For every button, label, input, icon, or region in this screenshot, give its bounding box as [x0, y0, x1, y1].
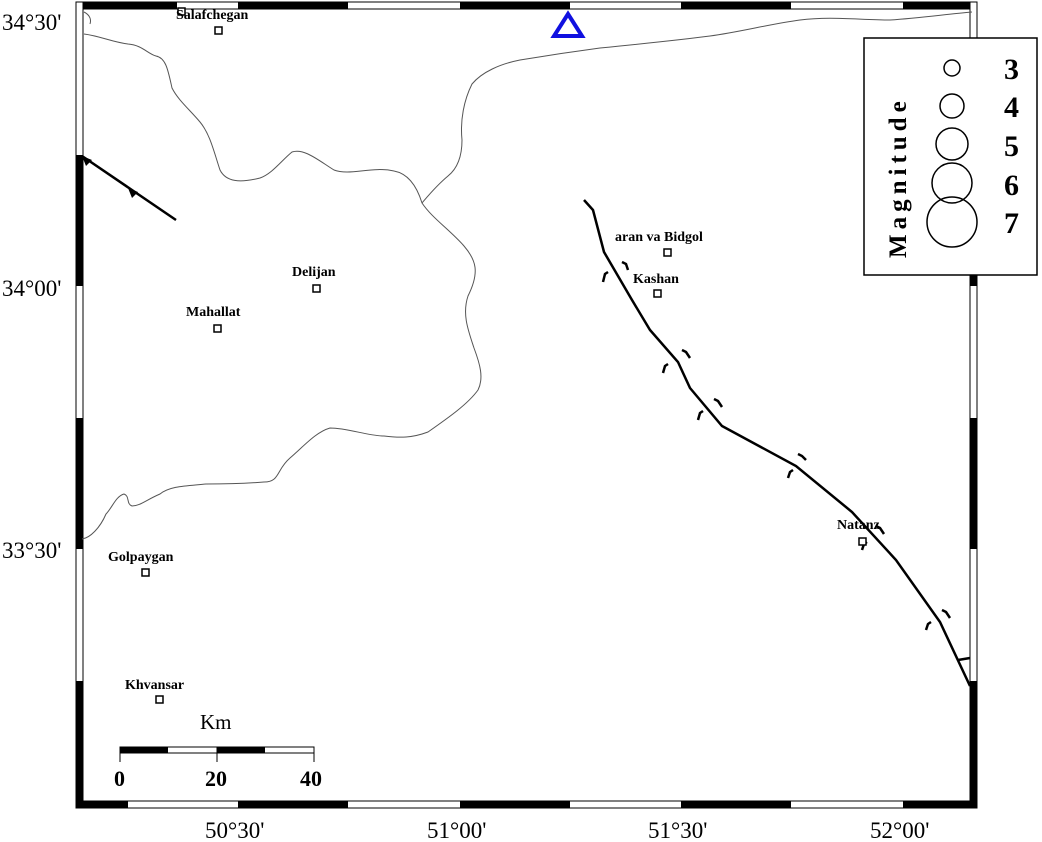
legend-circle	[931, 162, 973, 204]
city-mahallat: Mahallat	[186, 305, 241, 333]
lat-label: 34°00'	[2, 276, 61, 301]
city-label: Mahallat	[186, 305, 241, 320]
magnitude-legend: Magnitude 3 4 5 6 7	[863, 37, 1038, 276]
lat-label: 33°30'	[2, 538, 61, 563]
kashan-fault	[583, 199, 972, 687]
fault-slip-markers	[601, 260, 952, 631]
legend-label: 5	[1004, 130, 1019, 163]
city-label: Kashan	[633, 272, 679, 287]
city-khvansar: Khvansar	[125, 678, 184, 704]
province-boundaries	[81, 11, 973, 540]
lon-label: 50°30'	[205, 818, 264, 842]
city-delijan: Delijan	[292, 265, 336, 293]
city-aran: aran va Bidgol	[615, 230, 703, 257]
city-salafchegan: Salafchegan	[176, 7, 249, 35]
lon-label: 52°00'	[870, 818, 929, 842]
lon-label: 51°30'	[648, 818, 707, 842]
scale-bar: Km 0 20 40	[114, 710, 322, 791]
city-label: Delijan	[292, 265, 336, 280]
city-golpaygan: Golpaygan	[108, 550, 174, 577]
thrust-fault	[81, 154, 177, 222]
legend-circle	[935, 127, 969, 161]
city-label: Salafchegan	[176, 8, 249, 23]
city-natanz: Natanz	[837, 518, 880, 546]
city-label: Natanz	[837, 518, 880, 533]
city-label: Khvansar	[125, 678, 184, 693]
city-label: aran va Bidgol	[615, 230, 703, 245]
legend-circle	[943, 59, 961, 77]
legend-title: Magnitude	[885, 96, 912, 258]
city-kashan: Kashan	[633, 272, 679, 298]
legend-label: 6	[1004, 169, 1019, 202]
legend-label: 7	[1004, 207, 1019, 240]
legend-circle	[926, 196, 978, 248]
city-label: Golpaygan	[108, 550, 174, 565]
lon-label: 51°00'	[427, 818, 486, 842]
seismic-station-triangle-icon	[550, 10, 586, 38]
scale-unit: Km	[200, 710, 232, 734]
map-frame	[75, 1, 978, 809]
scale-label: 20	[205, 766, 227, 791]
cities: Salafchegan Delijan Mahallat aran va Bid…	[108, 7, 880, 704]
legend-label: 4	[1004, 91, 1019, 124]
legend-circle	[939, 93, 965, 119]
lat-label: 34°30'	[2, 10, 61, 35]
scale-label: 40	[300, 766, 322, 791]
scale-label: 0	[114, 766, 125, 791]
legend-label: 3	[1004, 53, 1019, 86]
